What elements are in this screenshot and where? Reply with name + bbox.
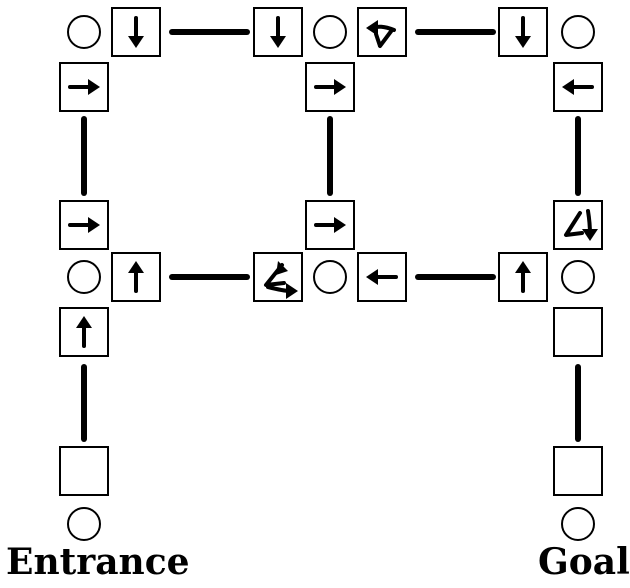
arrow-head — [582, 229, 598, 241]
junction-goal-circle — [561, 507, 595, 541]
arrow-head — [88, 217, 100, 233]
arrow-head — [128, 36, 144, 48]
sign-entrance-north — [59, 446, 109, 496]
junction-middle-right-circle — [561, 260, 595, 294]
arrow-head — [88, 79, 100, 95]
arrow-head — [515, 36, 531, 48]
arrow-head — [276, 261, 288, 275]
arrow-head — [334, 217, 346, 233]
entrance-label: Entrance — [6, 541, 190, 583]
arrow-head — [286, 283, 298, 299]
junction-top-right-circle — [561, 15, 595, 49]
sign-middle-right-south — [553, 307, 603, 357]
sign-goal-north — [553, 446, 603, 496]
junction-entrance-circle — [67, 507, 101, 541]
junction-middle-center-circle — [313, 260, 347, 294]
junction-middle-left-circle — [67, 260, 101, 294]
arrow-head — [128, 261, 144, 273]
arrow-head — [515, 261, 531, 273]
arrow-head — [562, 79, 574, 95]
junction-top-middle-circle — [313, 15, 347, 49]
arrow-head — [366, 269, 378, 285]
arrow-head — [76, 316, 92, 328]
sign-middle-right-north — [553, 200, 603, 250]
arrow-head — [270, 36, 286, 48]
sign-top-middle-east — [357, 7, 407, 57]
junction-top-left-circle — [67, 15, 101, 49]
goal-label: Goal — [538, 541, 630, 583]
arrow-head — [366, 20, 378, 36]
sign-middle-center-west — [253, 252, 303, 302]
arrow-head — [334, 79, 346, 95]
